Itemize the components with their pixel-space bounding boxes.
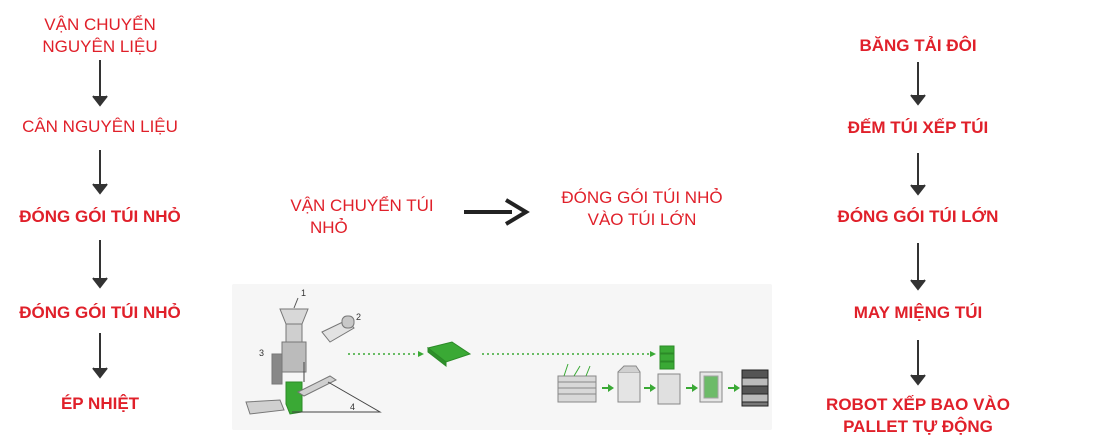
right-step-5-line2: PALLET TỰ ĐỘNG bbox=[843, 417, 993, 436]
process-illustration-svg: 1 2 3 4 bbox=[245, 288, 769, 415]
right-step-5: ROBOT XẾP BAO VÀO PALLET TỰ ĐỘNG bbox=[808, 394, 1028, 438]
process-illustration: 1 2 3 4 bbox=[232, 284, 772, 430]
stacked-bags bbox=[659, 345, 675, 370]
right-step-3: ĐÓNG GÓI TÚI LỚN bbox=[837, 207, 999, 226]
packing-machine bbox=[245, 308, 382, 415]
right-step-1: BĂNG TẢI ĐÔI bbox=[859, 36, 977, 55]
middle-left-label: VẬN CHUYỂN TÚI NHỎ bbox=[272, 195, 452, 239]
middle-right-label-line1: ĐÓNG GÓI TÚI NHỎ bbox=[561, 188, 723, 207]
right-step-5-line1: ROBOT XẾP BAO VÀO bbox=[826, 395, 1010, 414]
callout-2: 2 bbox=[356, 312, 361, 322]
left-step-1: VẬN CHUYỂN NGUYÊN LIỆU bbox=[20, 14, 180, 58]
left-step-1-line1: VẬN CHUYỂN bbox=[44, 15, 156, 34]
middle-arrow bbox=[464, 198, 530, 226]
right-step-2: ĐẾM TÚI XẾP TÚI bbox=[847, 118, 989, 137]
conveyor bbox=[557, 363, 597, 403]
left-step-4: ĐÓNG GÓI TÚI NHỎ bbox=[19, 303, 181, 322]
middle-right-label: ĐÓNG GÓI TÚI NHỎ VÀO TÚI LỚN bbox=[532, 187, 752, 231]
left-step-5: ÉP NHIỆT bbox=[60, 394, 140, 413]
small-bag bbox=[426, 341, 472, 368]
left-arrows bbox=[92, 60, 108, 379]
pallet-stack bbox=[741, 369, 769, 407]
right-arrows bbox=[910, 62, 926, 386]
callout-numbers: 1 2 3 4 bbox=[259, 288, 361, 412]
callout-3: 3 bbox=[259, 348, 264, 358]
callout-1: 1 bbox=[301, 288, 306, 298]
big-bag-filled bbox=[657, 373, 681, 405]
right-step-4: MAY MIỆNG TÚI bbox=[853, 303, 983, 322]
middle-right-label-line2: VÀO TÚI LỚN bbox=[587, 210, 697, 229]
callout-4: 4 bbox=[350, 402, 355, 412]
big-bag-sewn bbox=[699, 371, 723, 403]
big-bag-open bbox=[617, 365, 641, 403]
middle-left-label-line2: NHỎ bbox=[310, 218, 348, 237]
left-step-1-line2: NGUYÊN LIỆU bbox=[42, 37, 158, 56]
left-step-3: ĐÓNG GÓI TÚI NHỎ bbox=[19, 207, 181, 226]
left-step-2: CÂN NGUYÊN LIỆU bbox=[22, 117, 178, 136]
middle-left-label-line1: VẬN CHUYỂN TÚI bbox=[290, 196, 434, 215]
